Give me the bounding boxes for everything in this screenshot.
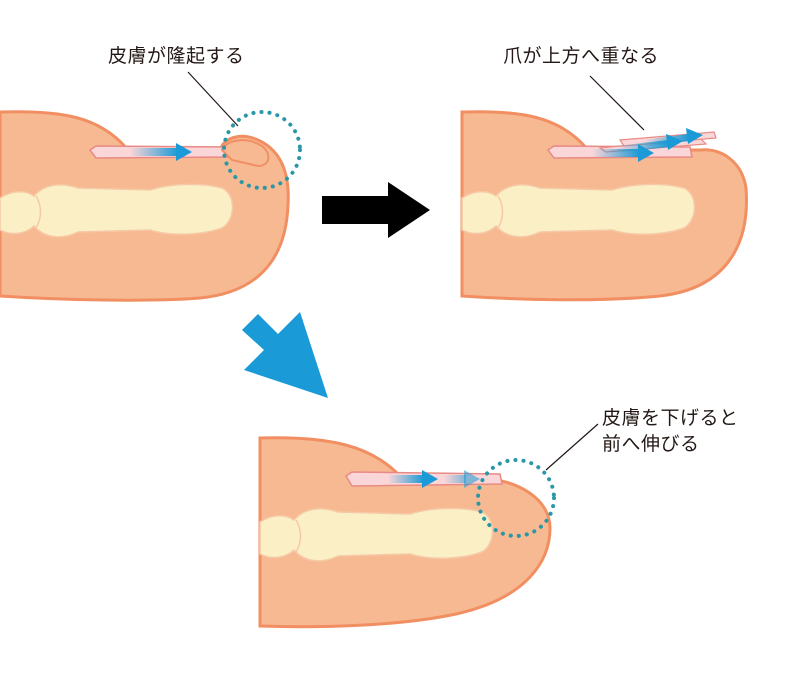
finger-top-right [460, 75, 748, 302]
flow-arrow [388, 470, 438, 488]
leader-line [545, 423, 599, 471]
bone-joint-line [295, 519, 302, 553]
finger-top-left [0, 71, 302, 302]
label-nail-overlaps: 爪が上方へ重なる [503, 45, 660, 67]
label-skin-lowered-line2: 前へ伸びる [602, 433, 700, 455]
bone-joint-line [35, 195, 42, 229]
flow-arrow-faded [444, 470, 480, 488]
down-right-arrow-icon [242, 312, 328, 398]
finger-bottom [258, 423, 599, 629]
dotted-circle [222, 110, 302, 190]
skin-fold [220, 139, 270, 168]
label-skin-raised: 皮膚が隆起する [108, 45, 245, 67]
flow-arrow [130, 143, 192, 161]
flow-arrow [644, 128, 703, 147]
leader-line [589, 75, 645, 131]
leader-line [187, 71, 239, 127]
label-skin-lowered-line1: 皮膚を下げると [602, 407, 739, 429]
bone-joint-line [497, 195, 504, 229]
dotted-circle [476, 458, 556, 538]
right-arrow-icon [322, 182, 430, 238]
